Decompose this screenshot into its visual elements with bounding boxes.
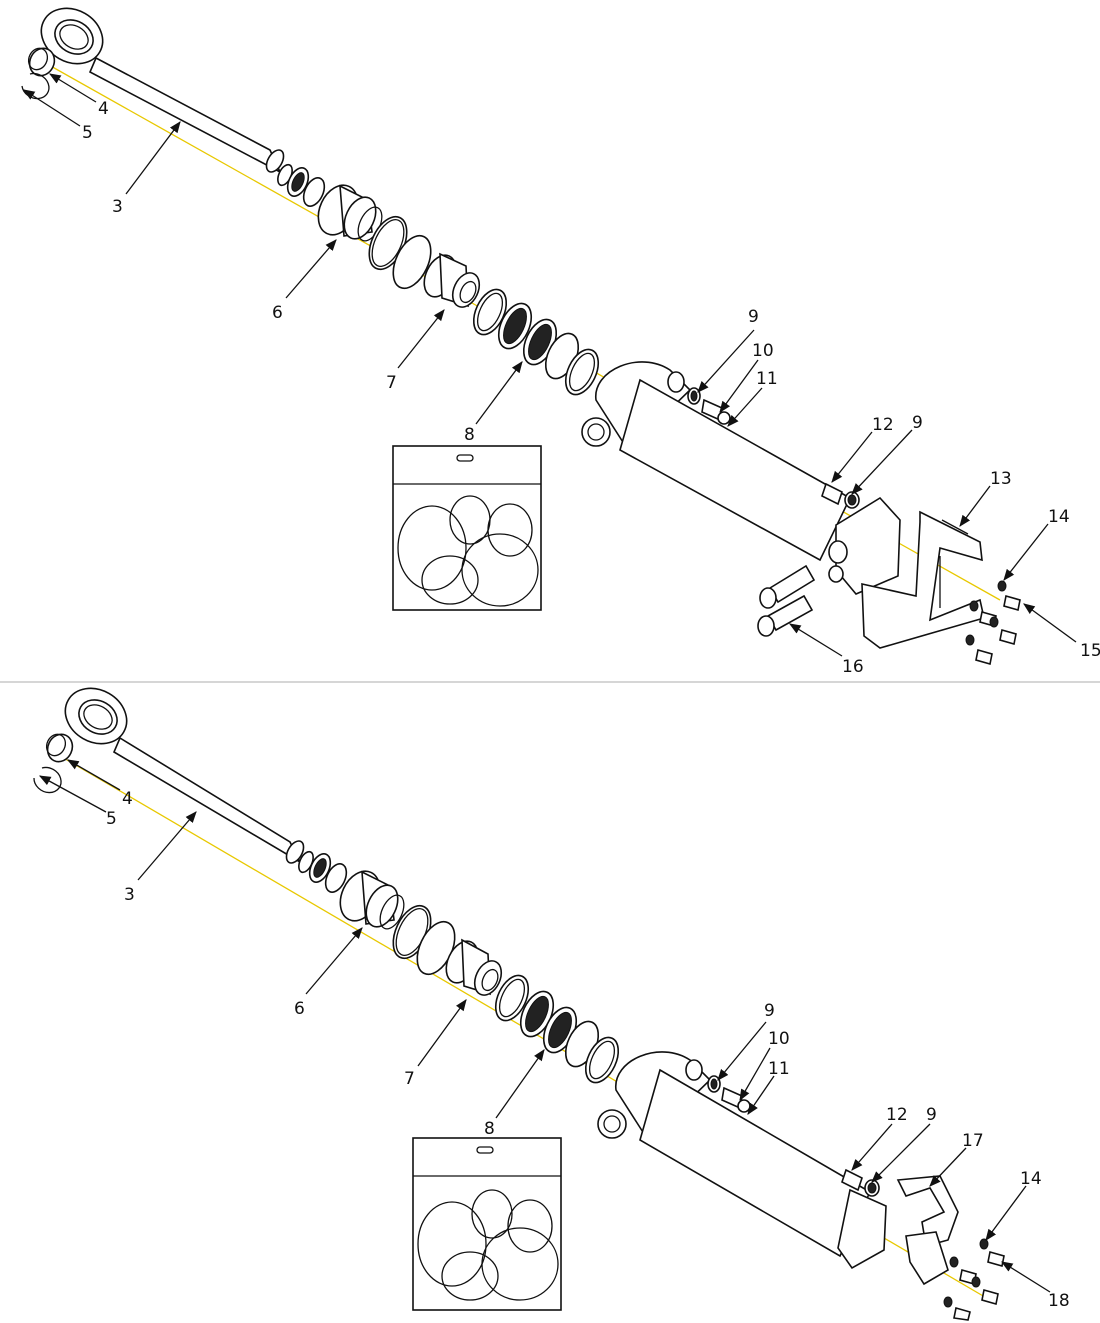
upper-rod-seals	[277, 163, 326, 207]
lower-rod-seals	[298, 850, 348, 893]
label-washer-a: 9	[748, 307, 759, 327]
label-bracket: 17	[962, 1131, 984, 1151]
upper-piston-rod	[40, 7, 285, 174]
label-seal-kit: 8	[464, 425, 475, 445]
label-fitting: 12	[872, 415, 894, 435]
lower-leaders	[38, 759, 1051, 1293]
label-bracket: 13	[990, 469, 1012, 489]
lower-port-parts	[707, 1075, 880, 1197]
lower-piston-seals	[494, 974, 620, 1084]
label-lock-washer: 14	[1020, 1169, 1042, 1189]
label-washer-b: 9	[926, 1105, 937, 1125]
upper-piston-seals	[472, 288, 600, 396]
lower-piston	[445, 938, 503, 996]
upper-assembly: 4 5 3 6 7 8 9 10 11 12 9 13 14 15 16	[21, 7, 1100, 677]
label-oring: 11	[768, 1059, 790, 1079]
upper-seal-kit-bag	[392, 445, 542, 611]
lower-bolts	[943, 1238, 1005, 1321]
upper-piston	[423, 252, 481, 308]
label-piston: 7	[386, 373, 397, 393]
label-lock-washer: 14	[1048, 507, 1070, 527]
label-bush: 4	[98, 99, 109, 119]
upper-bush	[27, 47, 56, 77]
upper-leaders	[23, 73, 1077, 657]
label-gland: 6	[272, 303, 283, 323]
upper-bolts	[965, 580, 1021, 666]
label-washer-a: 9	[764, 1001, 775, 1021]
lower-bush	[45, 733, 74, 763]
label-piston: 7	[404, 1069, 415, 1089]
label-circlip: 5	[82, 123, 93, 143]
label-coupler: 16	[842, 657, 864, 677]
label-rod: 3	[112, 197, 123, 217]
lower-assembly: 4 5 3 6 7 8 9 10 11 12 9 17 14 18	[33, 687, 1070, 1321]
label-bush: 4	[122, 789, 133, 809]
label-washer-b: 9	[912, 413, 923, 433]
upper-valve-block	[828, 496, 901, 595]
lower-cylinder-barrel	[597, 1051, 887, 1270]
lower-seal-kit-bag	[412, 1137, 562, 1311]
label-union: 10	[768, 1029, 790, 1049]
lower-circlip	[33, 766, 62, 794]
lower-piston-rod	[64, 687, 305, 865]
upper-port-parts	[687, 387, 860, 509]
label-circlip: 5	[106, 809, 117, 829]
upper-cylinder-barrel	[581, 361, 852, 562]
label-seal-kit: 8	[484, 1119, 495, 1139]
lower-gland	[339, 870, 405, 930]
label-oring: 11	[756, 369, 778, 389]
upper-circlip	[21, 72, 50, 100]
lower-bracket	[896, 1175, 959, 1286]
label-gland: 6	[294, 999, 305, 1019]
label-bolt: 15	[1080, 641, 1100, 661]
label-fitting: 12	[886, 1105, 908, 1125]
label-bolt: 18	[1048, 1291, 1070, 1311]
upper-gland	[317, 184, 383, 242]
upper-quick-couplers	[757, 564, 816, 637]
label-union: 10	[752, 341, 774, 361]
upper-oring-2	[392, 234, 432, 290]
label-rod: 3	[124, 885, 135, 905]
